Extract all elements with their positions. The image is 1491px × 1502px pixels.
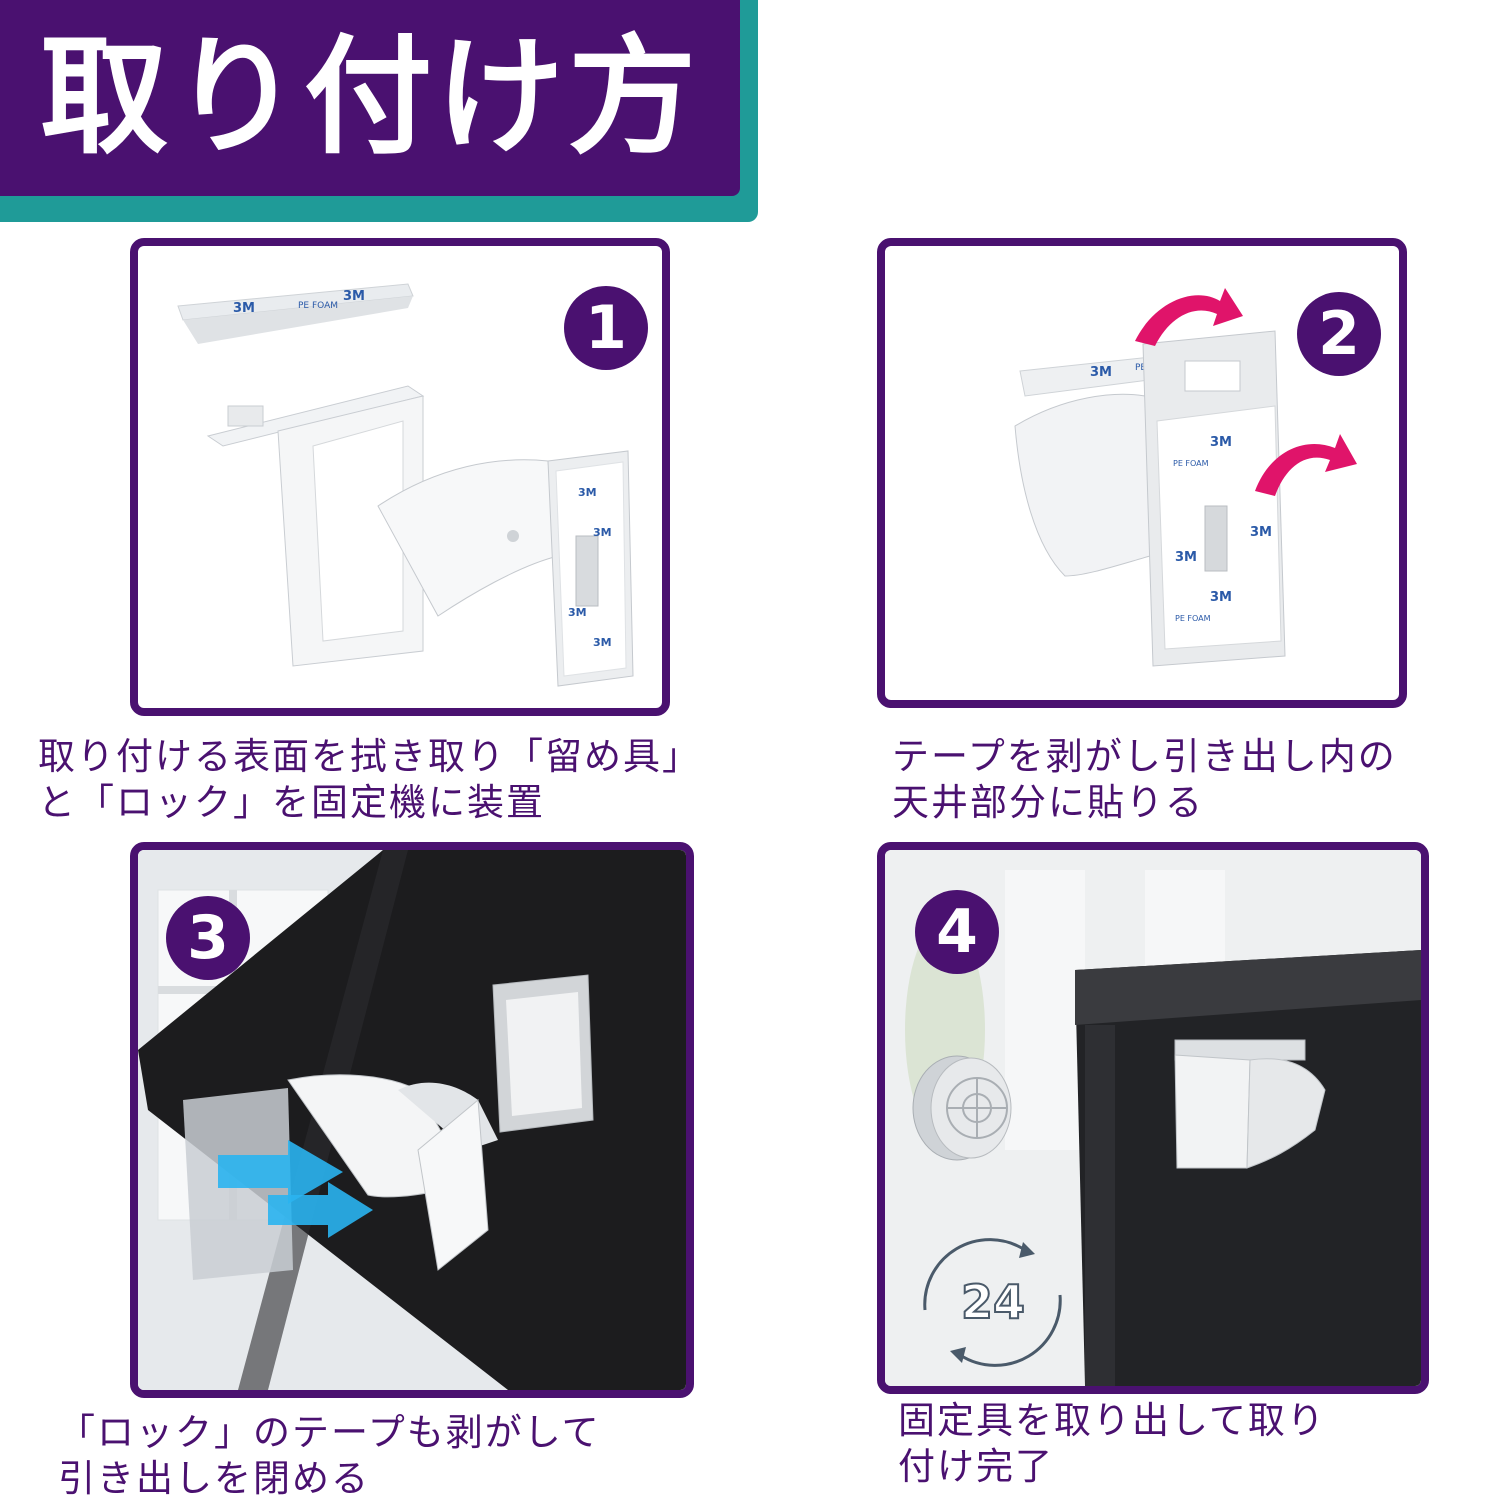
step-1-illustration: 3M PE FOAM 3M 3M 3M 3M 3M — [177, 283, 634, 687]
svg-text:3M: 3M — [1210, 435, 1232, 450]
caption-line: 固定具を取り出して取り — [898, 1399, 1326, 1442]
svg-text:3M: 3M — [233, 301, 255, 316]
caption-line: 「ロック」のテープも剥がして — [58, 1411, 601, 1454]
blue-arrow-icon — [218, 1140, 343, 1204]
peel-arrow-icon — [1135, 288, 1243, 346]
step-2-caption: テープを剥がし引き出し内の 天井部分に貼りる — [892, 734, 1397, 826]
svg-text:3M: 3M — [578, 486, 597, 499]
blue-arrow-icon — [268, 1182, 373, 1238]
svg-text:3M: 3M — [593, 526, 612, 539]
svg-text:PE FOAM: PE FOAM — [1173, 459, 1209, 468]
step-1-panel: 3M PE FOAM 3M 3M 3M 3M 3M 1 — [130, 238, 670, 716]
page-title: 取り付け方 — [40, 23, 701, 172]
svg-text:3M: 3M — [343, 289, 365, 304]
step-4-panel: 24 4 — [877, 842, 1429, 1394]
svg-text:PE FOAM: PE FOAM — [298, 301, 338, 311]
step-number-badge: 3 — [166, 896, 250, 980]
svg-text:3M: 3M — [1210, 590, 1232, 605]
step-1-caption: 取り付ける表面を拭き取り「留め具」 と「ロック」を固定機に装置 — [38, 734, 701, 826]
step-3-caption: 「ロック」のテープも剥がして 引き出しを閉める — [58, 1410, 601, 1502]
svg-text:3M: 3M — [593, 636, 612, 649]
svg-text:24: 24 — [961, 1275, 1025, 1329]
svg-text:PE FOAM: PE FOAM — [1175, 614, 1211, 623]
step-number-badge: 1 — [564, 286, 648, 370]
step-number-badge: 2 — [1297, 292, 1381, 376]
svg-text:3M: 3M — [1175, 550, 1197, 565]
step-4-caption: 固定具を取り出して取り 付け完了 — [898, 1398, 1326, 1490]
step-number-badge: 4 — [915, 890, 999, 974]
svg-text:3M: 3M — [1090, 365, 1112, 380]
step-3-panel: 3 — [130, 842, 694, 1398]
caption-line: テープを剥がし引き出し内の — [892, 735, 1397, 778]
step-2-panel: 3M PE FOAM 3M 3M PE FOAM 3M 3M 3M PE FOA… — [877, 238, 1407, 708]
caption-line: 取り付ける表面を拭き取り「留め具」 — [38, 735, 701, 778]
svg-text:3M: 3M — [1250, 525, 1272, 540]
caption-line: 付け完了 — [898, 1445, 1054, 1488]
clock-24-icon: 24 — [923, 1238, 1062, 1367]
step-2-illustration: 3M PE FOAM 3M 3M PE FOAM 3M 3M 3M PE FOA… — [1014, 288, 1357, 667]
caption-line: と「ロック」を固定機に装置 — [38, 781, 545, 824]
caption-line: 天井部分に貼りる — [892, 781, 1204, 824]
header-banner: 取り付け方 — [0, 0, 740, 196]
caption-line: 引き出しを閉める — [58, 1457, 370, 1500]
svg-text:3M: 3M — [568, 606, 587, 619]
peel-arrow-icon — [1255, 434, 1357, 496]
